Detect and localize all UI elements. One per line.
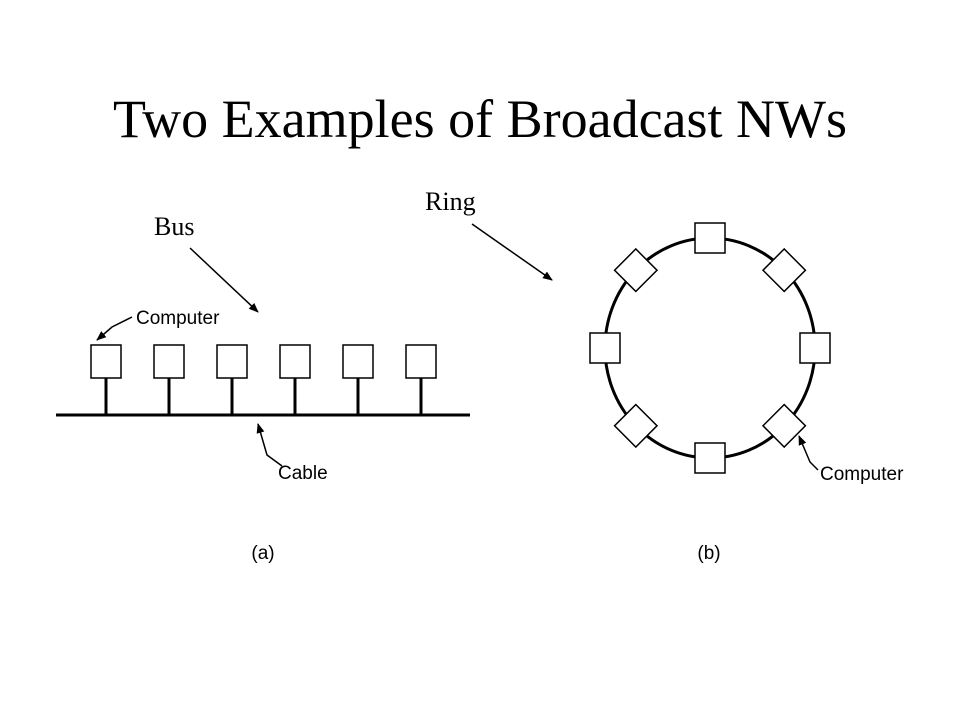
ring-computer-node <box>694 442 726 474</box>
ring-diagram: Computer (b) <box>589 222 904 564</box>
bus-computer-node <box>405 344 437 379</box>
ring-caption: (b) <box>697 543 720 564</box>
bus-computer-node <box>279 344 311 379</box>
bus-caption: (a) <box>251 543 274 564</box>
bus-pointer-arrow <box>189 247 259 313</box>
bus-computer-node <box>90 344 122 379</box>
bus-computer-node <box>153 344 185 379</box>
ring-computer-arrow <box>798 435 819 471</box>
ring-computer-node <box>799 332 831 364</box>
ring-computer-node <box>694 222 726 254</box>
bus-computer-label: Computer <box>136 308 220 329</box>
bus-computer-node <box>216 344 248 379</box>
ring-computer-node <box>761 403 807 449</box>
bus-computer-node <box>342 344 374 379</box>
bus-cable-label: Cable <box>278 463 328 484</box>
bus-cable-arrow <box>256 423 283 467</box>
ring-computer-node <box>613 403 659 449</box>
ring-computer-label: Computer <box>820 464 904 485</box>
ring-pointer-label: Ring <box>425 187 476 216</box>
ring-pointer-arrow <box>471 223 553 281</box>
bus-diagram: Computer Cable (a) <box>56 308 470 564</box>
bus-computers <box>90 344 437 415</box>
ring-computer-node <box>761 247 807 293</box>
ring-computer-node <box>589 332 621 364</box>
bus-pointer-label: Bus <box>154 212 194 241</box>
ring-computer-node <box>613 247 659 293</box>
ring-computers <box>589 222 831 474</box>
slide-title: Two Examples of Broadcast NWs <box>112 89 848 149</box>
bus-computer-arrow <box>96 316 133 341</box>
